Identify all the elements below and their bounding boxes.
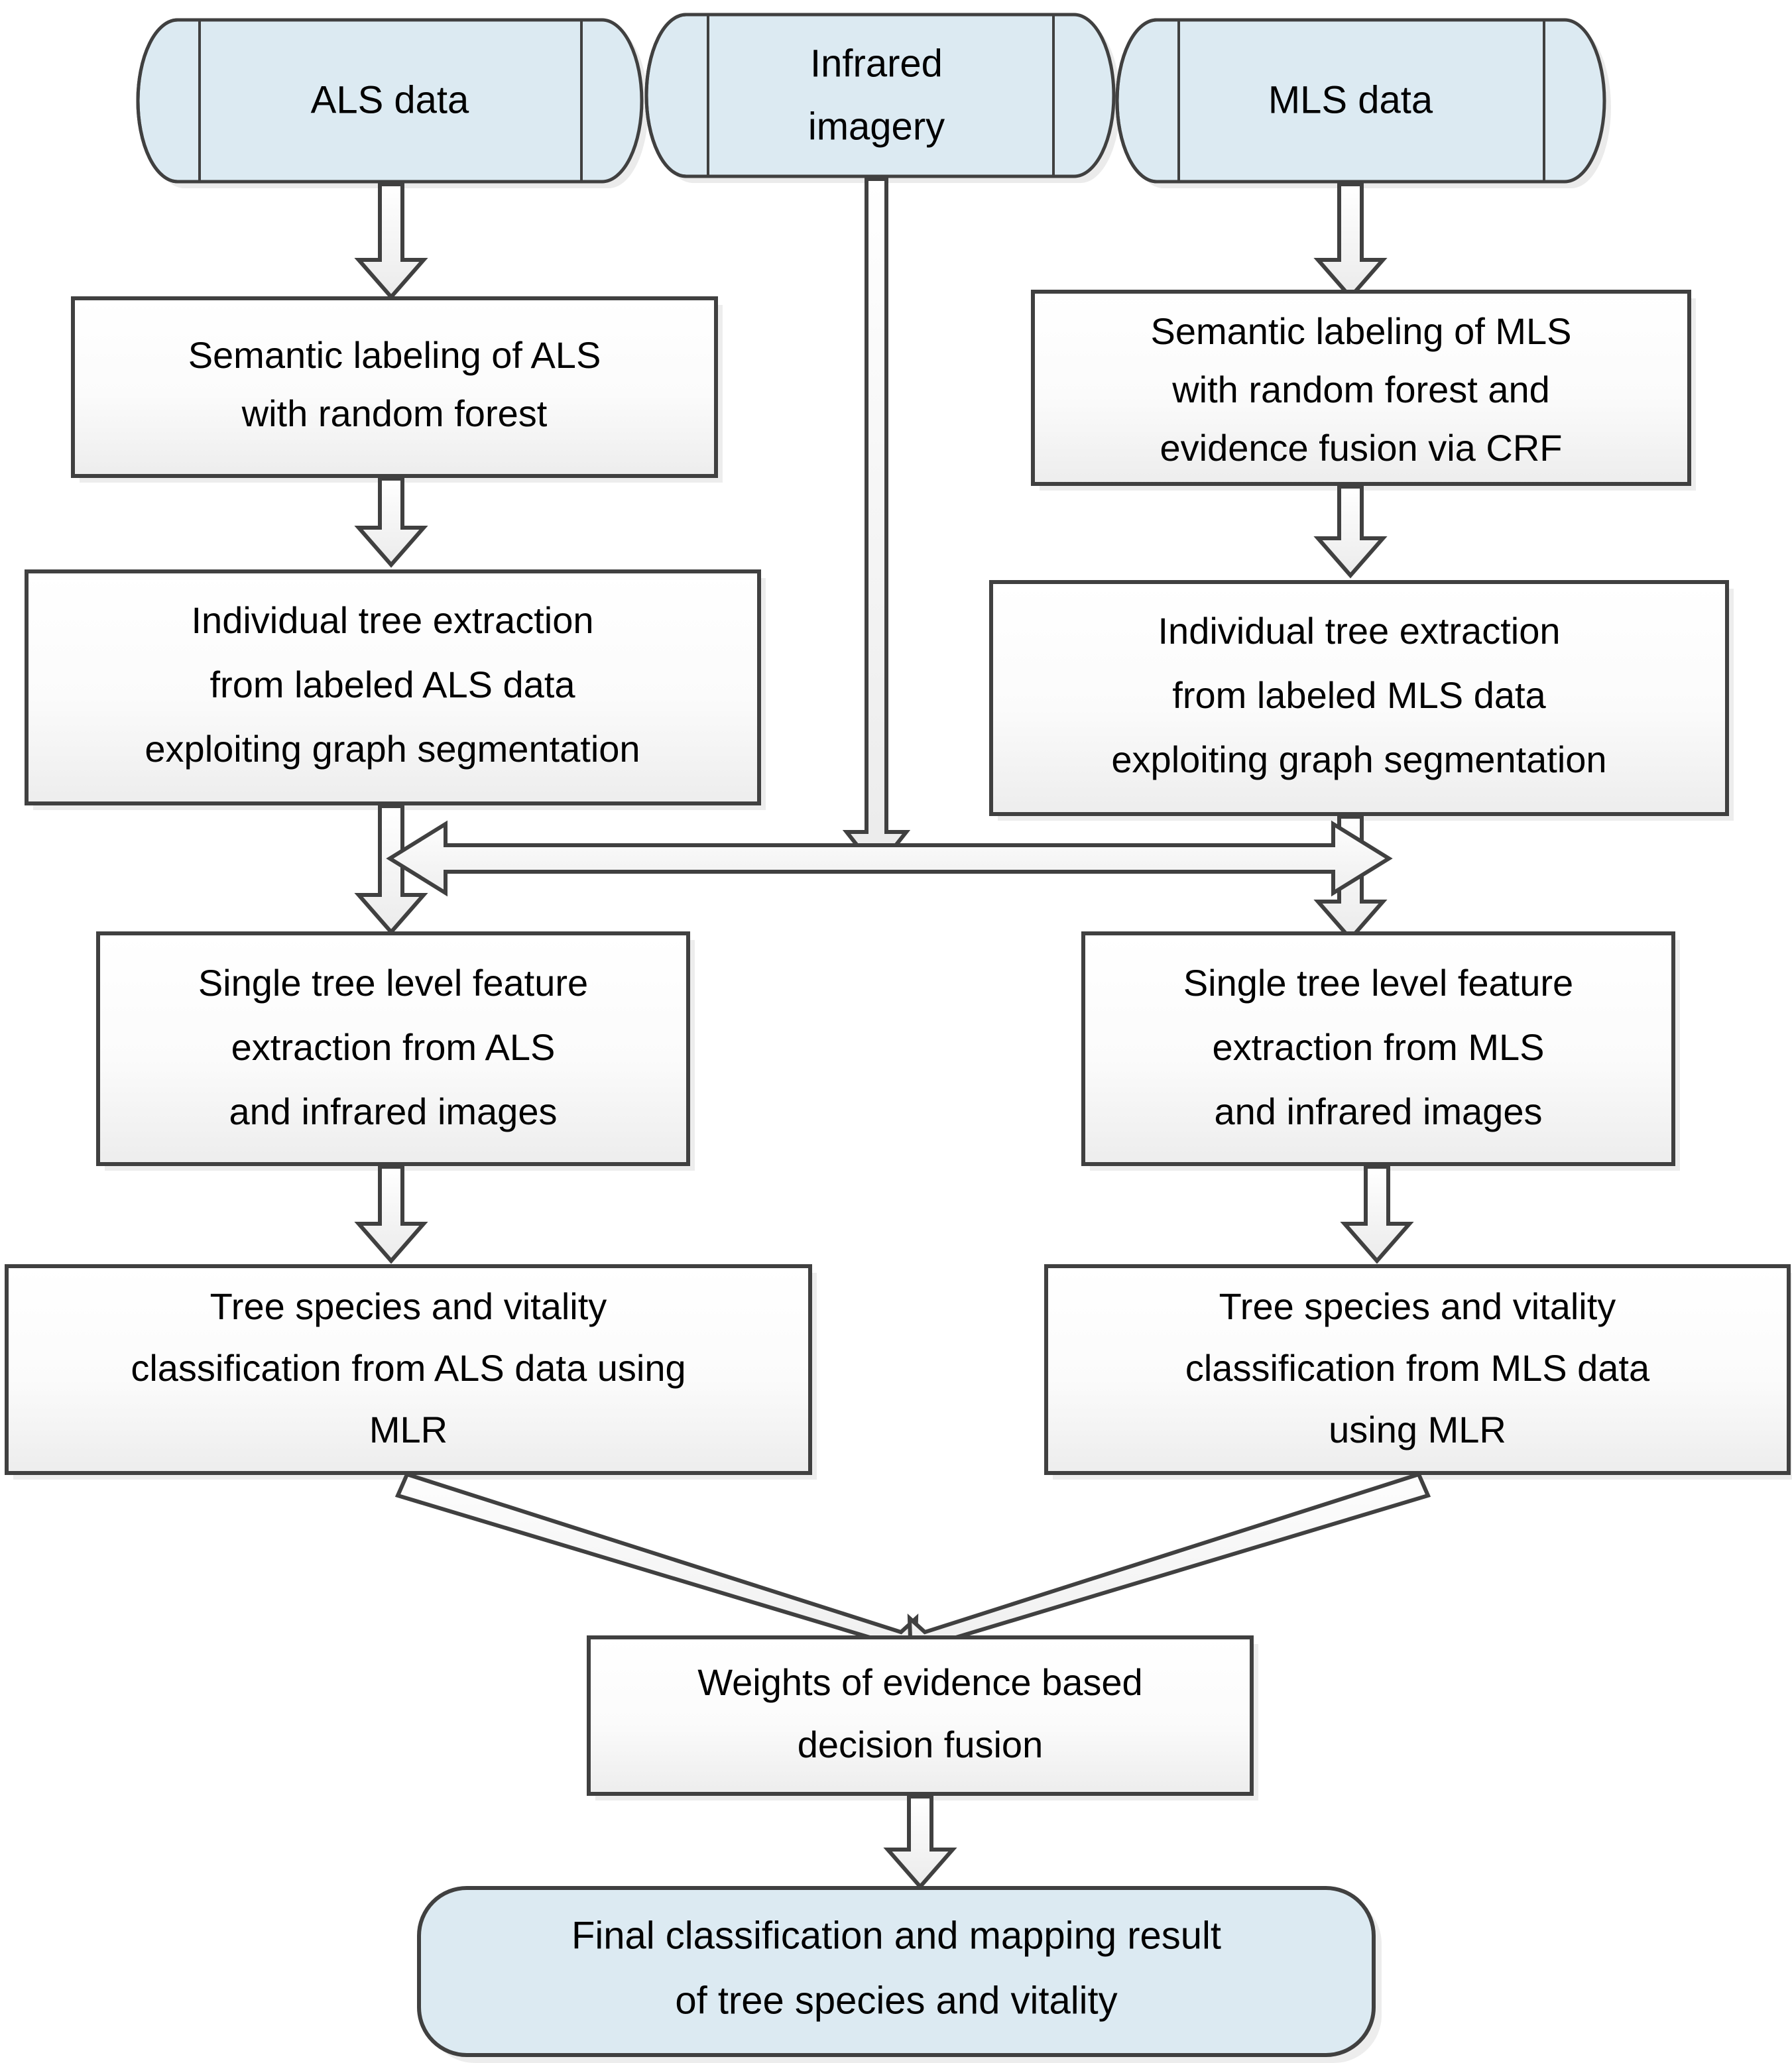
node-semantic-labeling-mls-line3: evidence fusion via CRF <box>1160 427 1563 469</box>
connector-class-mls-to-fusion <box>907 1472 1431 1663</box>
node-feature-extraction-mls[interactable]: Single tree level feature extraction fro… <box>1081 931 1680 1171</box>
node-feature-extraction-als-line1: Single tree level feature <box>198 962 588 1004</box>
node-decision-fusion-line1: Weights of evidence based <box>697 1661 1142 1703</box>
node-tree-extraction-als-line1: Individual tree extraction <box>191 599 593 641</box>
node-feature-extraction-als-line2: extraction from ALS <box>231 1026 556 1068</box>
node-decision-fusion-line2: decision fusion <box>798 1724 1043 1765</box>
connector-feature-als-to-class-als <box>354 1165 428 1264</box>
node-mls-data-label: MLS data <box>1268 78 1433 121</box>
node-semantic-labeling-als[interactable]: Semantic labeling of ALS with random for… <box>71 296 723 483</box>
node-classification-mls[interactable]: Tree species and vitality classification… <box>1044 1264 1792 1480</box>
node-tree-extraction-mls-line1: Individual tree extraction <box>1158 610 1560 652</box>
node-feature-extraction-mls-line1: Single tree level feature <box>1183 962 1573 1004</box>
node-feature-extraction-mls-line2: extraction from MLS <box>1212 1026 1544 1068</box>
node-semantic-labeling-mls-line2: with random forest and <box>1171 369 1550 410</box>
node-semantic-labeling-mls-line1: Semantic labeling of MLS <box>1150 310 1571 352</box>
node-feature-extraction-als[interactable]: Single tree level feature extraction fro… <box>96 931 695 1171</box>
node-tree-extraction-als-line3: exploiting graph segmentation <box>145 728 640 770</box>
node-final-result-line1: Final classification and mapping result <box>571 1914 1221 1957</box>
node-feature-extraction-als-line3: and infrared images <box>229 1090 558 1132</box>
node-tree-extraction-mls[interactable]: Individual tree extraction from labeled … <box>989 580 1734 821</box>
node-final-result[interactable]: Final classification and mapping result … <box>417 1886 1382 2063</box>
node-classification-mls-line3: using MLR <box>1329 1409 1506 1450</box>
node-final-result-line2: of tree species and vitality <box>675 1979 1117 2022</box>
node-als-data-label: ALS data <box>311 78 469 121</box>
node-decision-fusion[interactable]: Weights of evidence based decision fusio… <box>587 1635 1258 1800</box>
node-tree-extraction-als[interactable]: Individual tree extraction from labeled … <box>25 569 766 810</box>
connector-fusion-to-final <box>883 1795 957 1890</box>
node-tree-extraction-mls-line2: from labeled MLS data <box>1172 674 1546 716</box>
node-classification-als-line2: classification from ALS data using <box>131 1347 686 1389</box>
connector-infrared-to-shared-bus <box>842 177 911 873</box>
node-als-data[interactable]: ALS data <box>136 18 644 184</box>
connector-als-to-semantic-als <box>354 182 428 300</box>
node-infrared-imagery-label-line2: imagery <box>808 105 945 148</box>
node-tree-extraction-mls-line3: exploiting graph segmentation <box>1111 738 1606 780</box>
node-semantic-labeling-als-line2: with random forest <box>241 392 548 434</box>
node-classification-mls-line1: Tree species and vitality <box>1219 1285 1616 1327</box>
node-infrared-imagery-label-line1: Infrared <box>810 42 943 85</box>
node-classification-als-line3: MLR <box>369 1409 448 1450</box>
connector-class-als-to-fusion <box>394 1472 919 1663</box>
connector-semantic-als-to-extraction-als <box>354 477 428 568</box>
connector-mls-to-semantic-mls <box>1313 182 1388 300</box>
node-feature-extraction-mls-line3: and infrared images <box>1215 1090 1543 1132</box>
connector-semantic-mls-to-extraction-mls <box>1313 485 1388 579</box>
connector-feature-mls-to-class-mls <box>1340 1165 1414 1264</box>
connector-extraction-als-to-feature-als <box>354 804 428 935</box>
node-classification-als[interactable]: Tree species and vitality classification… <box>5 1264 817 1480</box>
node-mls-data[interactable]: MLS data <box>1115 18 1606 184</box>
connector-shared-bus <box>386 820 1393 897</box>
node-classification-mls-line2: classification from MLS data <box>1185 1347 1650 1389</box>
node-classification-als-line1: Tree species and vitality <box>210 1285 607 1327</box>
node-tree-extraction-als-line2: from labeled ALS data <box>209 664 575 705</box>
node-semantic-labeling-als-line1: Semantic labeling of ALS <box>188 334 601 376</box>
node-infrared-imagery[interactable]: Infrared imagery <box>644 13 1116 178</box>
node-semantic-labeling-mls[interactable]: Semantic labeling of MLS with random for… <box>1031 290 1696 491</box>
